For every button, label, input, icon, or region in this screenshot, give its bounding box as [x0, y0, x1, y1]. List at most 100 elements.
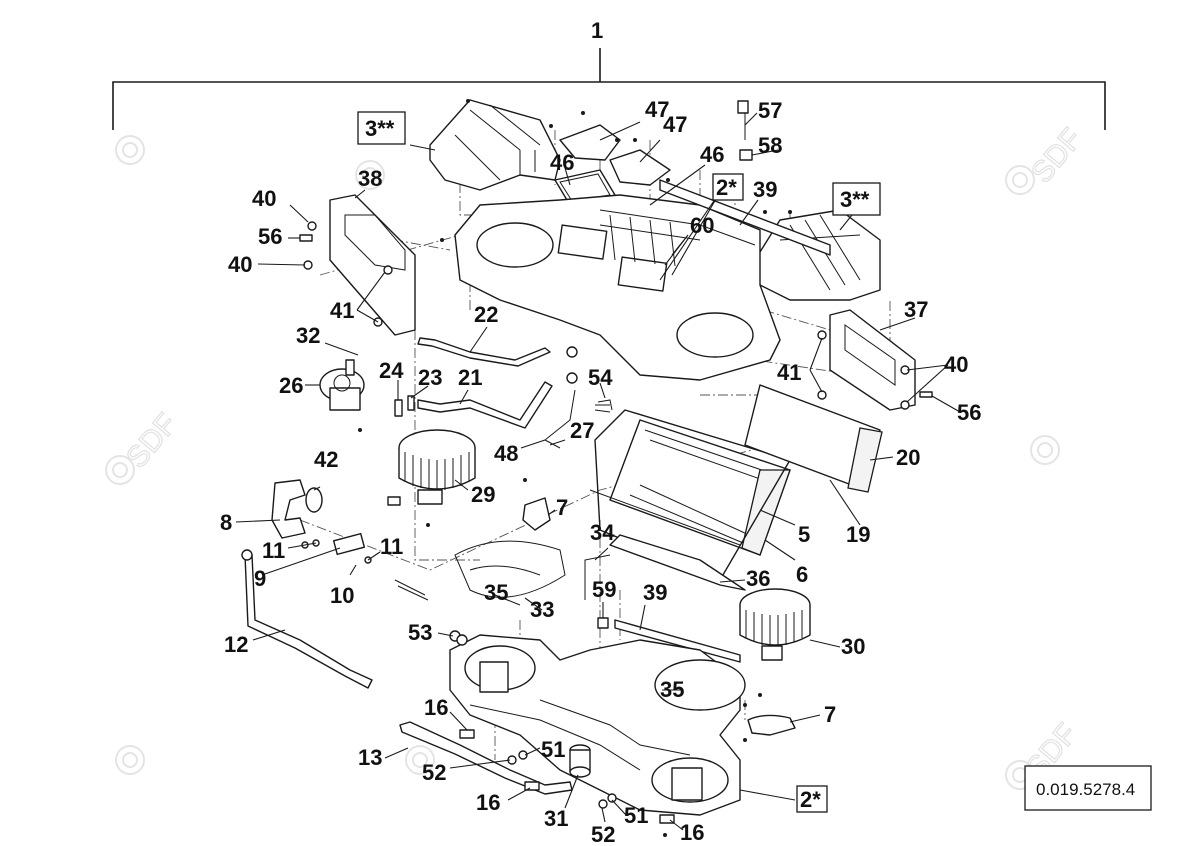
callout-11[interactable]: 11 [380, 534, 403, 559]
side-plate-38 [329, 194, 416, 336]
bracket-8 [271, 479, 306, 539]
callout-16[interactable]: 16 [476, 790, 500, 815]
callout-46[interactable]: 46 [700, 142, 724, 167]
callout-29[interactable]: 29 [471, 482, 495, 507]
seal-42 [305, 487, 323, 513]
assembly-bracket: 1 [112, 18, 1106, 130]
callout-36[interactable]: 36 [746, 566, 770, 591]
callout-52[interactable]: 52 [591, 822, 615, 846]
callout-3-boxed[interactable]: 3** [832, 182, 881, 216]
callout-12[interactable]: 12 [224, 632, 248, 657]
callout-2-boxed[interactable]: 2* [712, 173, 744, 201]
reference-number: 0.019.5278.4 [1036, 780, 1135, 799]
callout-24[interactable]: 24 [379, 358, 404, 383]
callout-3-boxed[interactable]: 3** [357, 111, 406, 145]
callout-54[interactable]: 54 [588, 365, 613, 390]
callout-53[interactable]: 53 [408, 620, 432, 645]
reference-number-box: 0.019.5278.4 [1024, 765, 1152, 811]
hose-21 [417, 381, 553, 429]
callout-7[interactable]: 7 [824, 702, 836, 727]
wire-33 [454, 540, 566, 598]
callout-3-text: 3** [365, 116, 395, 141]
callout-57[interactable]: 57 [758, 98, 782, 123]
frame-36 [594, 409, 791, 581]
callout-23[interactable]: 23 [418, 365, 442, 390]
callout-2-text: 2* [716, 175, 737, 200]
callout-39[interactable]: 39 [643, 580, 667, 605]
cover-plate-47-right [609, 149, 671, 186]
wire-34 [584, 554, 611, 600]
watermark-logo [1030, 435, 1060, 465]
callout-10[interactable]: 10 [330, 583, 354, 608]
callout-9[interactable]: 9 [254, 566, 266, 591]
callout-39[interactable]: 39 [753, 177, 777, 202]
callout-19[interactable]: 19 [846, 522, 870, 547]
watermark-text: SDF [120, 407, 184, 474]
callout-41[interactable]: 41 [330, 298, 354, 323]
pipe-13 [399, 721, 573, 795]
callout-26[interactable]: 26 [279, 373, 303, 398]
watermark-logo [405, 745, 435, 775]
blower-30 [739, 588, 811, 661]
callout-32[interactable]: 32 [296, 323, 320, 348]
callout-47[interactable]: 47 [663, 112, 687, 137]
clip-7-lower [747, 714, 796, 736]
callout-16[interactable]: 16 [680, 820, 704, 845]
callout-16[interactable]: 16 [424, 695, 448, 720]
watermark-logo [355, 160, 385, 190]
callout-41[interactable]: 41 [777, 360, 801, 385]
callout-47[interactable]: 47 [645, 97, 669, 122]
callout-56[interactable]: 56 [957, 400, 981, 425]
clip-58 [739, 149, 753, 161]
clip-59 [597, 617, 609, 629]
callout-22[interactable]: 22 [474, 302, 498, 327]
callout-7[interactable]: 7 [556, 495, 568, 520]
callout-5[interactable]: 5 [798, 522, 810, 547]
callout-2-text: 2* [800, 787, 821, 812]
callout-35[interactable]: 35 [660, 677, 684, 702]
upper-cover-left [429, 99, 561, 191]
seal-35-upper [469, 565, 541, 576]
callout-8[interactable]: 8 [220, 510, 232, 535]
callout-40[interactable]: 40 [252, 186, 276, 211]
callout-56[interactable]: 56 [258, 224, 282, 249]
callout-37[interactable]: 37 [904, 297, 928, 322]
callout-51[interactable]: 51 [624, 803, 648, 828]
callout-11[interactable]: 11 [262, 538, 285, 563]
callout-42[interactable]: 42 [314, 447, 338, 472]
blower-29 [387, 429, 476, 506]
callout-34[interactable]: 34 [590, 520, 615, 545]
clip-7-upper [522, 497, 551, 531]
callout-40[interactable]: 40 [228, 252, 252, 277]
callout-51[interactable]: 51 [541, 737, 565, 762]
screws [358, 99, 792, 837]
cover-plate-47-left [559, 124, 621, 161]
rail-39-lower [614, 619, 741, 663]
watermark-logo [105, 455, 135, 485]
callout-30[interactable]: 30 [841, 634, 865, 659]
callout-59[interactable]: 59 [592, 577, 616, 602]
callout-3-text: 3** [840, 187, 870, 212]
callout-48[interactable]: 48 [494, 441, 518, 466]
callout-31[interactable]: 31 [544, 806, 568, 831]
callout-46[interactable]: 46 [550, 150, 574, 175]
callout-21[interactable]: 21 [458, 365, 482, 390]
callout-35[interactable]: 35 [484, 580, 508, 605]
callout-52[interactable]: 52 [422, 760, 446, 785]
expansion-valve-9 [332, 532, 366, 556]
callout-2-boxed[interactable]: 2* [796, 785, 828, 813]
callout-60[interactable]: 60 [690, 213, 714, 238]
parts [241, 99, 933, 824]
callout-58[interactable]: 58 [758, 133, 782, 158]
tray-36 [609, 534, 746, 591]
watermark-logo [115, 745, 145, 775]
receiver-31 [569, 744, 591, 778]
callout-38[interactable]: 38 [358, 166, 382, 191]
callout-27[interactable]: 27 [570, 418, 594, 443]
callout-20[interactable]: 20 [896, 445, 920, 470]
callout-6[interactable]: 6 [796, 562, 808, 587]
callout-40[interactable]: 40 [944, 352, 968, 377]
callout-33[interactable]: 33 [530, 597, 554, 622]
callout-13[interactable]: 13 [358, 745, 382, 770]
